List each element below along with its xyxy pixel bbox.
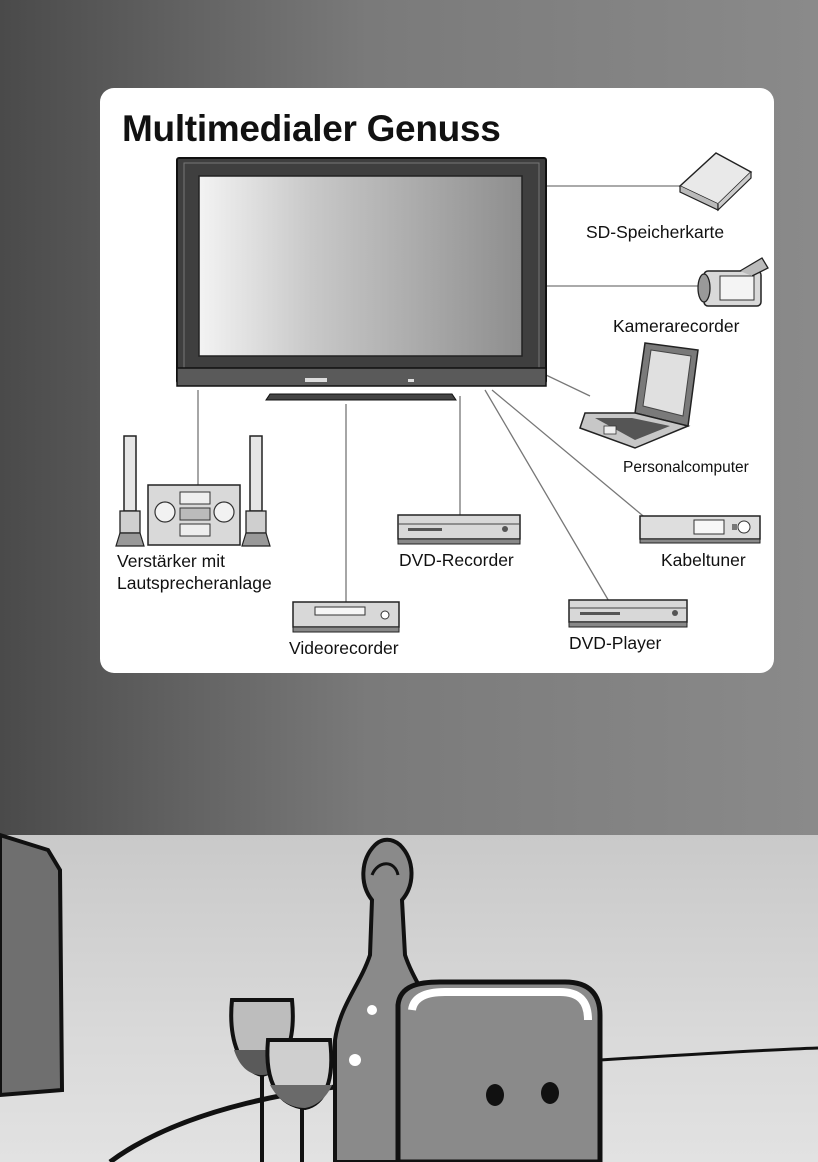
laptop-icon: [579, 342, 699, 449]
label-amplifier-line2: Lautsprecheranlage: [117, 573, 272, 593]
diagram-card: Multimedialer Genuss: [100, 88, 774, 673]
sd-card-icon: [678, 152, 753, 212]
label-sd-card: SD-Speicherkarte: [586, 222, 725, 242]
stereo-system-icon: [115, 435, 271, 547]
label-camcorder: Kamerarecorder: [613, 316, 740, 336]
connection-diagram: [115, 152, 769, 633]
label-cable-tuner: Kabeltuner: [661, 550, 746, 570]
vcr-icon: [292, 601, 400, 633]
label-pc: Personalcomputer: [623, 459, 749, 476]
dvd-player-icon: [568, 599, 688, 628]
camcorder-icon: [697, 257, 769, 307]
dvd-recorder-icon: [397, 514, 521, 545]
page-title: Multimedialer Genuss: [122, 108, 501, 149]
connection-lines: [197, 185, 702, 611]
label-vcr: Videorecorder: [289, 638, 399, 658]
tv-icon: [176, 157, 547, 401]
label-dvd-player: DVD-Player: [569, 633, 662, 653]
label-amplifier-line1: Verstärker mit: [117, 551, 225, 571]
label-dvd-recorder: DVD-Recorder: [399, 550, 514, 570]
cable-tuner-icon: [639, 515, 761, 544]
